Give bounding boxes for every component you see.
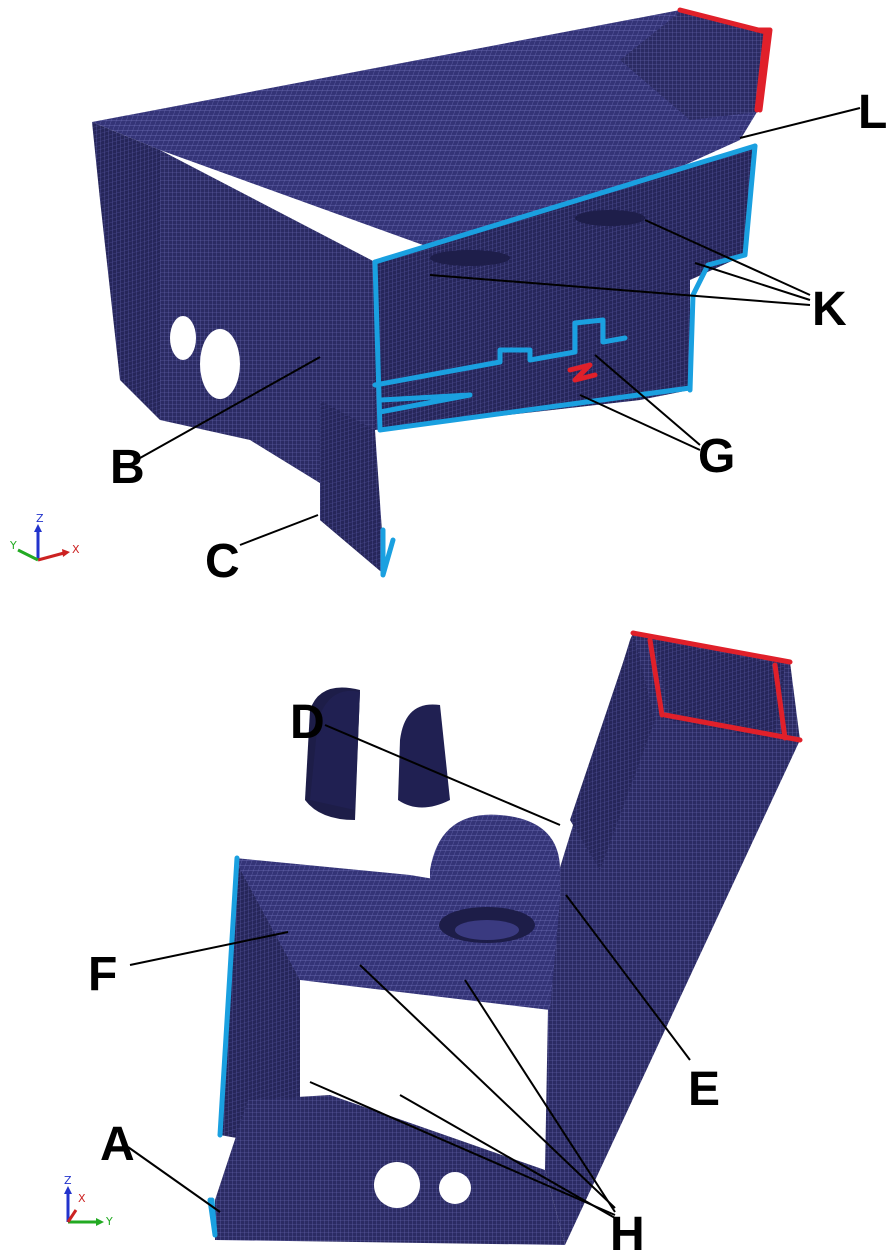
- red-cut-right: [772, 662, 788, 741]
- bottom-labels: D E F A H: [88, 696, 720, 1255]
- blue-cut-left-edge: [372, 259, 693, 433]
- hole-small: [170, 316, 196, 360]
- slot-2: [575, 210, 645, 226]
- axis-triad-bottom: Z Y X: [64, 1174, 113, 1228]
- boss-hole-inner: [455, 920, 519, 940]
- label-B: B: [110, 441, 145, 494]
- inner-section: [375, 145, 755, 430]
- label-C: C: [205, 535, 240, 588]
- label-H: H: [610, 1208, 645, 1255]
- z-axis-label-top: Z: [36, 512, 44, 525]
- axis-triad-top: Z X Y: [9, 512, 80, 562]
- label-F: F: [88, 948, 117, 1001]
- leader-H4: [399, 1094, 616, 1219]
- leader-H3: [309, 1081, 616, 1216]
- y-axis-label-top: Y: [9, 539, 17, 552]
- label-L: L: [858, 86, 886, 139]
- hole-small-bottom: [439, 1172, 471, 1204]
- leader-K3: [644, 219, 811, 296]
- blue-cut-flange: [380, 527, 396, 578]
- leader-G1: [594, 354, 701, 446]
- red-cut-arm-2: [754, 27, 773, 113]
- z-axis-label-bottom: Z: [64, 1174, 72, 1187]
- blue-cut-outline-top: [372, 143, 758, 265]
- red-cut-left: [647, 637, 665, 718]
- right-arm: [620, 12, 766, 120]
- leader-L: [739, 107, 861, 139]
- pocket-2: [398, 704, 450, 808]
- x-axis-bottom: [66, 1209, 78, 1223]
- blue-cut-right-edge: [687, 143, 758, 393]
- bottom-leaders: [127, 724, 691, 1219]
- blue-cut-inner-line: [377, 392, 473, 415]
- bottom-model: [207, 630, 803, 1245]
- arm-side: [570, 633, 655, 870]
- red-cut-top: [630, 630, 793, 665]
- boss: [430, 814, 560, 900]
- label-K: K: [812, 283, 847, 336]
- label-A: A: [100, 1118, 135, 1171]
- leader-K2: [694, 262, 811, 301]
- lower-flange: [320, 400, 385, 575]
- leader-K1: [429, 274, 811, 306]
- arm-channel: [655, 640, 785, 740]
- x-axis-label-bottom: X: [78, 1192, 86, 1205]
- top-leaders: [139, 107, 861, 546]
- label-E: E: [688, 1063, 720, 1116]
- y-axis-label-bottom: Y: [105, 1215, 113, 1228]
- blue-cut-edge-bottom: [217, 855, 240, 1138]
- pocket-1-shape: [310, 690, 360, 810]
- y-axis-top: [17, 548, 39, 562]
- label-D: D: [290, 696, 325, 749]
- leader-D: [324, 724, 561, 826]
- hole-large-bottom: [374, 1162, 420, 1208]
- top-labels: L K B G C: [110, 86, 886, 588]
- x-axis-top: [37, 551, 65, 562]
- red-mark-g: [567, 362, 598, 383]
- left-end-face: [92, 122, 160, 420]
- leader-C: [239, 514, 319, 546]
- hole-large: [200, 329, 240, 399]
- leader-B: [139, 356, 321, 459]
- x-axis-label-top: X: [72, 543, 80, 556]
- leader-A: [127, 1146, 221, 1213]
- leader-H2: [464, 979, 616, 1213]
- leader-F: [129, 931, 289, 966]
- leader-H1: [359, 964, 616, 1209]
- label-G: G: [698, 430, 735, 483]
- top-model: [92, 7, 773, 578]
- red-cut-mid: [662, 712, 803, 743]
- blue-cut-rib: [372, 317, 628, 388]
- leader-E: [565, 894, 691, 1061]
- block-front: [220, 860, 300, 1140]
- slot-1: [430, 250, 510, 266]
- blue-cut-a: [207, 1197, 218, 1238]
- leader-G2: [579, 394, 701, 451]
